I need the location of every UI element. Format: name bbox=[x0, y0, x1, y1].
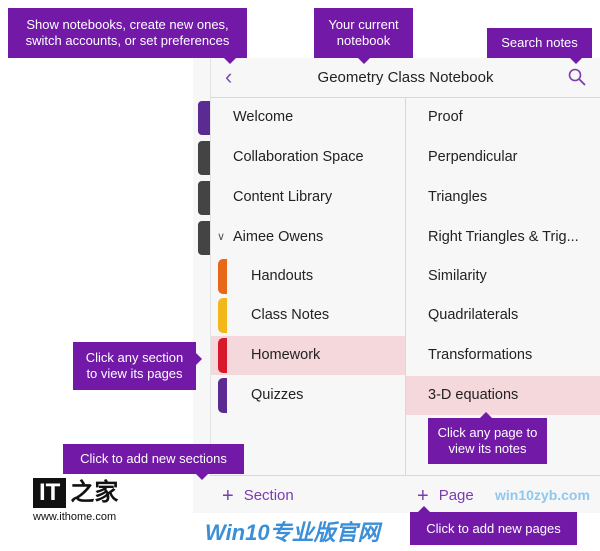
notebook-panel: ‹ Geometry Class Notebook Welcome Collab… bbox=[193, 58, 600, 513]
section-list: Welcome Collaboration Space Content Libr… bbox=[210, 98, 405, 475]
add-page-label: Page bbox=[438, 487, 474, 504]
plus-icon: + bbox=[417, 485, 429, 507]
logo-url: www.ithome.com bbox=[33, 511, 117, 523]
page-item[interactable]: Transformations bbox=[406, 336, 600, 375]
chevron-down-icon: ∨ bbox=[217, 231, 226, 243]
page-label: Perpendicular bbox=[428, 149, 518, 165]
section-color-tab bbox=[218, 259, 227, 294]
callout-section: Click any section to view its pages bbox=[73, 342, 196, 390]
page-item[interactable]: Perpendicular bbox=[406, 138, 600, 177]
page-label: Triangles bbox=[428, 189, 488, 205]
page-item[interactable]: Right Triangles & Trig... bbox=[406, 218, 600, 257]
section-label: Collaboration Space bbox=[233, 149, 364, 165]
page-label: Right Triangles & Trig... bbox=[428, 229, 579, 245]
search-icon[interactable] bbox=[568, 68, 586, 86]
section-class-notes[interactable]: Class Notes bbox=[211, 296, 405, 335]
section-quizzes[interactable]: Quizzes bbox=[211, 376, 405, 415]
section-label: Homework bbox=[251, 347, 321, 363]
section-collaboration-space[interactable]: Collaboration Space bbox=[211, 138, 405, 177]
callout-add-page: Click to add new pages bbox=[410, 512, 577, 545]
callout-arrow bbox=[196, 474, 208, 486]
section-label: Quizzes bbox=[251, 387, 304, 403]
callout-arrow bbox=[480, 406, 492, 418]
notebook-tab[interactable] bbox=[198, 221, 210, 255]
section-welcome[interactable]: Welcome bbox=[211, 98, 405, 137]
page-label: Proof bbox=[428, 109, 463, 125]
page-list: Proof Perpendicular Triangles Right Tria… bbox=[405, 98, 600, 475]
logo-cn: 之家 bbox=[70, 479, 119, 506]
section-color-tab bbox=[218, 338, 227, 373]
section-color-tab bbox=[218, 378, 227, 413]
page-label: 3-D equations bbox=[428, 387, 519, 403]
section-label: Class Notes bbox=[251, 307, 330, 323]
logo-it: IT bbox=[33, 478, 67, 508]
page-label: Similarity bbox=[428, 268, 487, 284]
add-section-button[interactable]: + Section bbox=[222, 485, 294, 508]
section-label: Handouts bbox=[251, 268, 314, 284]
section-color-tab bbox=[218, 298, 227, 333]
header: ‹ Geometry Class Notebook bbox=[210, 58, 600, 98]
callout-page: Click any page to view its notes bbox=[428, 418, 547, 464]
plus-icon: + bbox=[222, 485, 234, 507]
back-chevron-icon[interactable]: ‹ bbox=[225, 64, 233, 89]
page-item[interactable]: Proof bbox=[406, 98, 600, 137]
section-homework[interactable]: Homework bbox=[211, 336, 405, 375]
callout-notebooks: Show notebooks, create new ones, switch … bbox=[8, 8, 247, 58]
notebook-title[interactable]: Geometry Class Notebook bbox=[317, 69, 494, 86]
section-label: Welcome bbox=[233, 109, 294, 125]
add-page-button[interactable]: + Page bbox=[417, 485, 474, 508]
section-group-aimee-owens[interactable]: ∨ Aimee Owens bbox=[211, 218, 405, 257]
notebook-tab[interactable] bbox=[198, 141, 210, 175]
callout-arrow bbox=[418, 500, 430, 512]
page-item[interactable]: Quadrilaterals bbox=[406, 296, 600, 335]
section-content-library[interactable]: Content Library bbox=[211, 178, 405, 217]
notebook-tabs[interactable] bbox=[193, 98, 210, 298]
callout-arrow bbox=[196, 353, 208, 365]
section-label: Content Library bbox=[233, 189, 333, 205]
section-handouts[interactable]: Handouts bbox=[211, 257, 405, 296]
callout-arrow bbox=[358, 58, 370, 70]
add-section-label: Section bbox=[243, 487, 294, 504]
page-item[interactable]: Similarity bbox=[406, 257, 600, 296]
page-label: Transformations bbox=[428, 347, 533, 363]
callout-arrow bbox=[224, 58, 236, 70]
callout-add-section: Click to add new sections bbox=[63, 444, 244, 474]
callout-search: Search notes bbox=[487, 28, 592, 58]
notebook-tab[interactable] bbox=[198, 101, 210, 135]
watermark-site: win10zyb.com bbox=[495, 487, 590, 503]
footer: + Section + Page bbox=[210, 475, 600, 513]
page-item[interactable]: Triangles bbox=[406, 178, 600, 217]
watermark-brand: Win10专业版官网 bbox=[205, 520, 380, 545]
callout-arrow bbox=[570, 58, 582, 70]
notebook-tab[interactable] bbox=[198, 181, 210, 215]
page-label: Quadrilaterals bbox=[428, 307, 519, 323]
section-label: Aimee Owens bbox=[233, 229, 324, 245]
callout-current-notebook: Your current notebook bbox=[314, 8, 413, 58]
page-item-selected[interactable]: 3-D equations bbox=[406, 376, 600, 415]
